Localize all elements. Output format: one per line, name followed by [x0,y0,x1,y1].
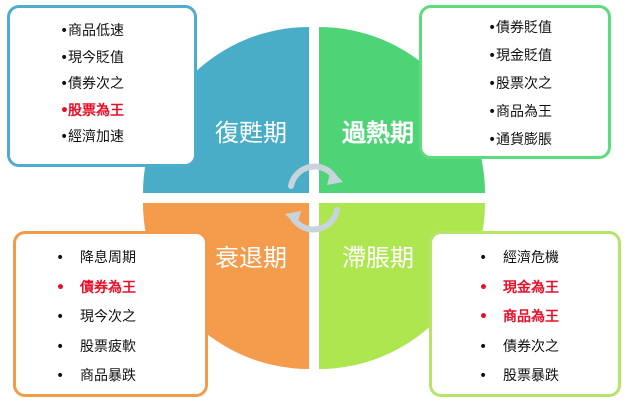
quadrant-label-recovery: 復甦期 [215,119,287,147]
list-item-text: 商品低速 [68,23,124,39]
bullet-icon: • [488,48,497,64]
list-item-text: 經濟危機 [503,250,559,266]
bullet-icon: • [56,338,65,355]
bullet-icon: • [60,102,69,119]
quadrant-label-recession: 衰退期 [215,244,287,272]
list-item-text: 債券為王 [80,279,136,296]
list-item: •經濟加速 [60,124,124,151]
list-item-text: 股票暴跌 [503,368,559,384]
recession-notes-box: • 降息周期 • 債券為王 • 現今次之 • 股票疲軟 • 商品暴跌 [13,231,208,397]
recovery-notes-list: •商品低速 •現今貶值 •債券次之 •股票為王 •經濟加速 [60,18,124,151]
list-item-text: 商品為王 [503,309,559,325]
list-item: •商品低速 [60,18,124,45]
bullet-icon: • [60,76,69,92]
cycle-arrows-icon [285,163,343,233]
list-item-text: 現金貶值 [496,48,552,64]
list-item-highlight: • 債券為王 [56,274,136,304]
list-item: •股票次之 [488,70,552,98]
list-item-text: 債券次之 [503,338,559,355]
bullet-icon: • [60,49,69,66]
list-item: • 債券次之 [479,333,559,363]
list-item-text: 通貨膨脹 [496,132,552,148]
list-item-highlight: •股票為王 [60,98,124,125]
list-item: •通貨膨脹 [488,126,552,154]
list-item: •債券貶值 [488,14,552,42]
list-item: • 股票暴跌 [479,362,559,392]
bullet-icon: • [479,368,488,384]
bullet-icon: • [479,250,488,266]
list-item: •現金貶值 [488,42,552,70]
list-item-text: 經濟加速 [68,129,124,145]
list-item-text: 債券貶值 [496,20,552,36]
list-item-highlight: • 現金為王 [479,274,559,304]
list-item: •債券次之 [60,71,124,98]
quadrant-label-stagflation: 滯脹期 [342,244,414,272]
bullet-icon: • [488,76,497,92]
bullet-icon: • [488,104,497,120]
list-item-highlight: • 商品為王 [479,303,559,333]
list-item-text: 商品暴跌 [80,368,136,384]
list-item: •商品為王 [488,98,552,126]
recession-notes-list: • 降息周期 • 債券為王 • 現今次之 • 股票疲軟 • 商品暴跌 [56,244,136,392]
list-item-text: 現今貶值 [68,49,124,66]
list-item-text: 股票疲軟 [80,338,136,355]
recovery-notes-box: •商品低速 •現今貶值 •債券次之 •股票為王 •經濟加速 [7,5,197,167]
bullet-icon: • [56,309,65,325]
bullet-icon: • [479,309,488,325]
list-item-text: 現金為王 [503,279,559,296]
list-item: •現今貶值 [60,45,124,72]
list-item-text: 現今次之 [80,309,136,325]
list-item: • 經濟危機 [479,244,559,274]
list-item-text: 債券次之 [68,76,124,92]
list-item-text: 商品為王 [496,104,552,120]
list-item: • 降息周期 [56,244,136,274]
bullet-icon: • [60,129,69,145]
bullet-icon: • [60,23,69,39]
bullet-icon: • [479,279,488,296]
quadrant-label-overheat: 過熱期 [342,119,414,147]
list-item: • 現今次之 [56,303,136,333]
stagflation-notes-list: • 經濟危機 • 現金為王 • 商品為王 • 債券次之 • 股票暴跌 [479,244,559,392]
list-item-text: 股票為王 [68,102,124,119]
bullet-icon: • [56,250,65,266]
bullet-icon: • [56,279,65,296]
bullet-icon: • [488,132,497,148]
list-item-text: 降息周期 [80,250,136,266]
list-item: • 股票疲軟 [56,333,136,363]
bullet-icon: • [488,20,497,36]
bullet-icon: • [479,338,488,355]
overheat-notes-box: •債券貶值 •現金貶值 •股票次之 •商品為王 •通貨膨脹 [419,5,611,159]
bullet-icon: • [56,368,65,384]
list-item-text: 股票次之 [496,76,552,92]
list-item: • 商品暴跌 [56,362,136,392]
overheat-notes-list: •債券貶值 •現金貶值 •股票次之 •商品為王 •通貨膨脹 [488,14,552,154]
stagflation-notes-box: • 經濟危機 • 現金為王 • 商品為王 • 債券次之 • 股票暴跌 [429,231,621,397]
